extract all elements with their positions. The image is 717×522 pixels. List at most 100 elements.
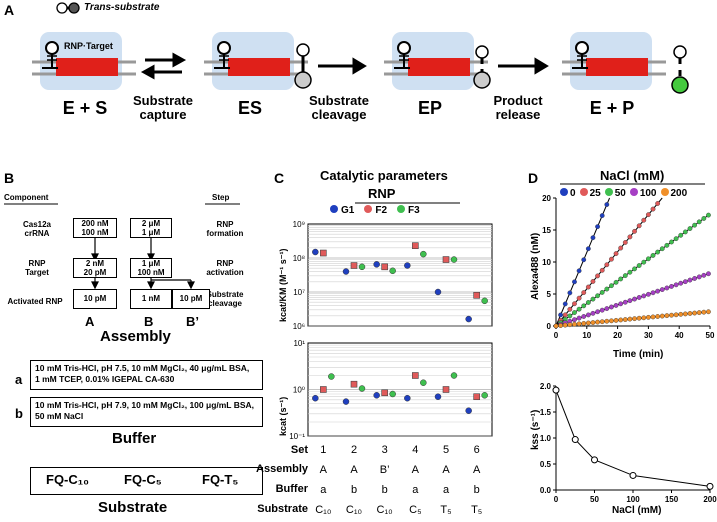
state-ep: EP (417, 98, 442, 118)
x-tick-label: 0 (554, 331, 559, 340)
data-point-200 (558, 323, 564, 328)
substrate-t5: FQ-T₅ (202, 472, 239, 487)
data-point-50 (585, 300, 591, 305)
data-point-g1 (465, 407, 472, 414)
box-b-activation: 1 μM 100 nM (130, 258, 172, 278)
data-point-25 (646, 212, 651, 218)
data-point-200 (576, 321, 582, 327)
data-point-100 (576, 315, 582, 321)
data-point-f2 (473, 393, 480, 401)
data-point-200 (618, 317, 624, 323)
data-point-25 (618, 245, 624, 251)
data-point-f2 (442, 386, 450, 393)
data-point-100 (609, 304, 614, 310)
data-point-25 (567, 306, 573, 312)
data-point-50 (641, 259, 647, 265)
panel-b-label: B (4, 170, 15, 186)
data-point-50 (618, 276, 624, 282)
data-point-f3 (358, 385, 366, 392)
table-cell: A (472, 464, 481, 476)
legend-25: 25 (579, 188, 601, 199)
data-point-0 (604, 202, 610, 207)
data-point-50 (572, 310, 577, 315)
column-b-prime: B’ (186, 314, 199, 329)
kss-line (555, 389, 711, 487)
data-point-50 (576, 306, 582, 312)
table-cell: b (381, 484, 388, 496)
data-point-0 (595, 224, 600, 230)
rnp-target-label: RNP·Target (64, 41, 113, 51)
data-point-f2 (412, 372, 419, 379)
x-tick-label: 20 (613, 331, 622, 340)
substrate-c10: FQ-C₁₀ (46, 472, 90, 487)
y-tick-label: 20 (542, 194, 551, 203)
c-top-tick: 10⁹ (293, 220, 305, 229)
data-point-50 (706, 212, 711, 218)
data-point-200 (664, 313, 670, 319)
table-row-substrate: Substrate (257, 503, 308, 515)
data-point-50 (646, 256, 651, 262)
data-point-100 (678, 280, 684, 286)
released-product-icon (671, 45, 689, 94)
legend-200: 200 (660, 188, 687, 199)
data-point-25 (576, 295, 582, 301)
data-point-200 (659, 313, 665, 319)
step-product-release: Product release (493, 93, 543, 122)
y-tick-label: 1.5 (540, 408, 552, 417)
cleaved-substrate-icon (473, 45, 491, 89)
table-cell: a (412, 484, 419, 496)
data-point-200 (655, 314, 661, 319)
data-point-100 (669, 283, 674, 289)
data-point-0 (590, 235, 596, 241)
data-point-100 (650, 290, 656, 296)
row-component-2: RNP Target (25, 259, 49, 277)
trans-substrate-legend-icon (56, 2, 80, 14)
table-row-buffer: Buffer (275, 483, 308, 495)
data-point-25 (585, 284, 591, 290)
d-bottom-xlabel: NaCl (mM) (612, 505, 662, 516)
data-point-100 (632, 296, 637, 302)
data-point-0 (576, 268, 582, 274)
data-point-200 (567, 322, 573, 328)
data-point-100 (664, 285, 670, 291)
y-tick-label: 2.0 (540, 382, 552, 391)
table-row-set: Set (290, 444, 308, 456)
kss-point (552, 386, 560, 394)
c-top-tick: 10⁷ (293, 288, 305, 297)
box-b2-cleavage: 10 pM (172, 289, 210, 309)
data-point-50 (599, 289, 605, 295)
data-point-50 (636, 263, 642, 268)
trans-substrate-legend: Trans-substrate (84, 2, 160, 13)
y-tick-label: 0 (547, 322, 552, 331)
data-point-f2 (473, 291, 480, 299)
c-top-tick: 10⁸ (293, 254, 305, 263)
data-point-200 (706, 309, 711, 315)
data-point-50 (664, 242, 670, 248)
bound-substrate-icon (294, 43, 312, 89)
data-point-50 (655, 249, 661, 255)
substrate-c5: FQ-C₅ (124, 472, 162, 487)
kss-point (591, 456, 598, 464)
row-step-3: Substrate cleavage (206, 290, 244, 308)
table-cell: A (319, 464, 327, 476)
data-point-f3 (389, 390, 396, 398)
step-substrate-capture: Substrate capture (133, 93, 193, 122)
data-point-50 (609, 283, 614, 289)
data-point-200 (604, 318, 610, 324)
data-point-f3 (450, 256, 458, 263)
x-tick-label: 40 (675, 331, 684, 340)
data-point-25 (609, 256, 614, 262)
legend-0: 0 (560, 188, 576, 199)
y-tick-label: 0.0 (540, 486, 552, 495)
data-point-100 (595, 309, 600, 315)
data-point-200 (572, 321, 577, 327)
data-point-f2 (350, 262, 358, 269)
y-tick-label: 10 (542, 258, 551, 267)
data-point-100 (613, 303, 619, 308)
data-point-0 (599, 213, 605, 219)
data-point-f3 (389, 267, 396, 275)
data-point-200 (632, 316, 637, 322)
table-cell: A (350, 464, 358, 476)
